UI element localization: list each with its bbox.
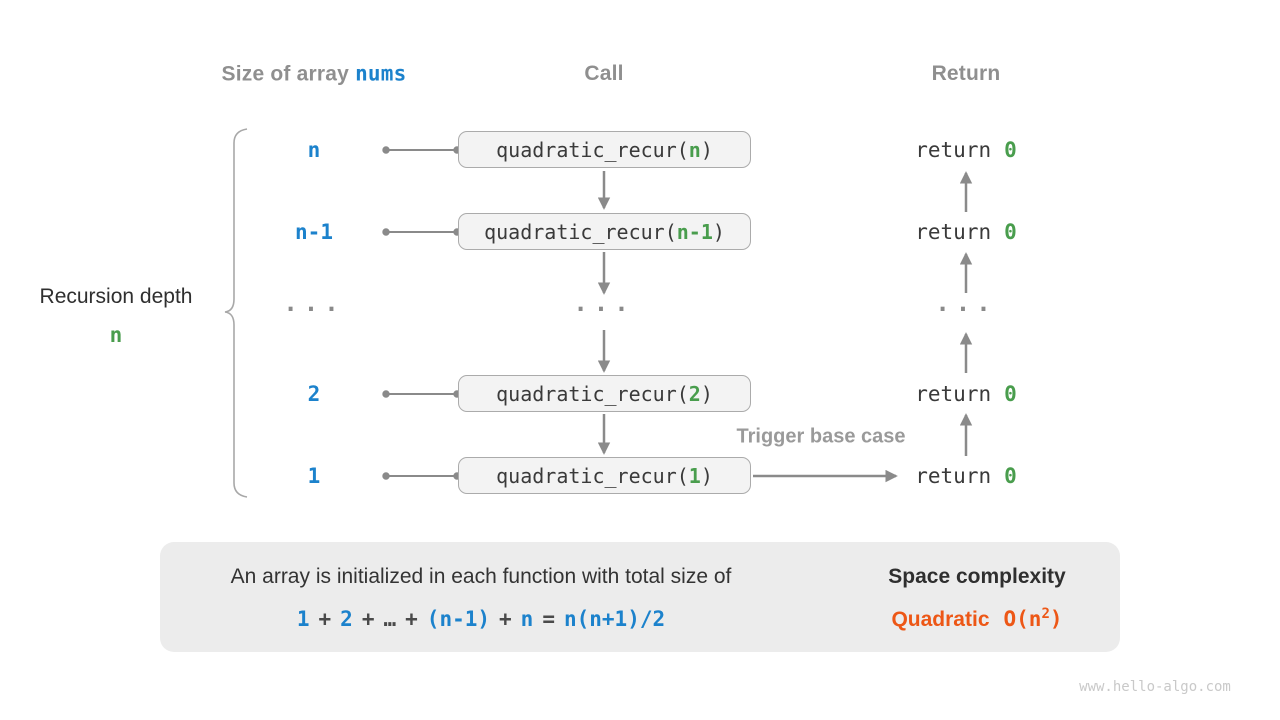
return-value: 0 — [1004, 220, 1017, 244]
call-column-ellipsis: ... — [573, 289, 635, 317]
watermark: www.hello-algo.com — [1079, 679, 1231, 695]
total-size-formula: 1 + 2 + … + (n-1) + n = n(n+1)/2 — [297, 607, 665, 631]
call-arg: n-1 — [676, 219, 713, 244]
formula-term: 2 — [340, 607, 353, 631]
formula-operator: + — [318, 607, 332, 631]
call-column-header: Call — [584, 62, 624, 85]
size-label-n: n — [307, 138, 321, 162]
formula-equals: = — [542, 607, 555, 631]
call-text-close: ) — [712, 219, 725, 244]
complexity-name: Quadratic — [891, 608, 990, 631]
return-statement-1: return 0 — [915, 464, 1017, 488]
recursion-depth-value: n — [109, 323, 123, 347]
recursion-depth-label: Recursion depth — [39, 285, 193, 308]
formula-term: 1 — [296, 607, 310, 631]
formula-operator: + — [499, 607, 512, 631]
return-column-header: Return — [931, 62, 1001, 85]
trigger-base-case-label: Trigger base case — [736, 425, 906, 448]
return-statement-n1: return 0 — [915, 220, 1017, 244]
big-o-exponent: 2 — [1041, 606, 1050, 622]
size-connector-row-2 — [382, 390, 461, 398]
size-label-1: 1 — [307, 464, 321, 488]
return-keyword: return — [915, 382, 992, 406]
return-keyword: return — [915, 464, 992, 488]
recursion-depth-brace — [224, 128, 248, 498]
return-column-ellipsis: ... — [935, 289, 997, 317]
call-arg: n — [688, 137, 701, 162]
formula-term: n — [520, 607, 534, 631]
formula-term: (n-1) — [426, 607, 491, 631]
size-connector-row-n — [382, 146, 461, 154]
formula-operator: + — [405, 607, 418, 631]
call-text-close: ) — [700, 463, 713, 488]
call-text-close: ) — [700, 381, 713, 406]
summary-box — [160, 542, 1120, 652]
nums-code-text: nums — [355, 61, 407, 86]
call-text: quadratic_recur( — [496, 463, 689, 488]
call-box-n: quadratic_recur(n) — [458, 131, 751, 168]
space-complexity-title: Space complexity — [888, 565, 1066, 588]
size-column-header: Size of array nums — [222, 62, 407, 87]
size-header-text: Size of array — [221, 62, 350, 86]
call-text: quadratic_recur( — [496, 381, 689, 406]
call-box-1: quadratic_recur(1) — [458, 457, 751, 494]
size-label-n1: n-1 — [295, 220, 333, 244]
size-connector-row-n1 — [382, 228, 461, 236]
return-statement-2: return 0 — [915, 382, 1017, 406]
formula-result: n(n+1)/2 — [563, 607, 666, 631]
big-o-close: ) — [1049, 607, 1063, 631]
return-value: 0 — [1004, 464, 1017, 488]
formula-ellipsis: … — [383, 607, 397, 631]
call-text: quadratic_recur( — [496, 137, 689, 162]
call-box-n1: quadratic_recur(n-1) — [458, 213, 751, 250]
call-text-close: ) — [700, 137, 713, 162]
size-label-2: 2 — [307, 382, 321, 406]
return-value: 0 — [1004, 138, 1017, 162]
call-arg: 1 — [688, 463, 701, 488]
return-keyword: return — [915, 138, 992, 162]
call-arg: 2 — [688, 381, 701, 406]
call-text: quadratic_recur( — [484, 219, 677, 244]
size-column-ellipsis: ... — [283, 289, 345, 317]
summary-description: An array is initialized in each function… — [230, 565, 732, 588]
return-keyword: return — [915, 220, 992, 244]
formula-operator: + — [361, 607, 375, 631]
big-o-open: O(n — [1003, 607, 1042, 631]
big-o-notation: O(n2) — [1003, 606, 1063, 631]
space-complexity-result: Quadratic O(n2) — [891, 606, 1062, 632]
size-connector-row-1 — [382, 472, 461, 480]
return-statement-n: return 0 — [915, 138, 1017, 162]
call-box-2: quadratic_recur(2) — [458, 375, 751, 412]
return-value: 0 — [1004, 382, 1017, 406]
